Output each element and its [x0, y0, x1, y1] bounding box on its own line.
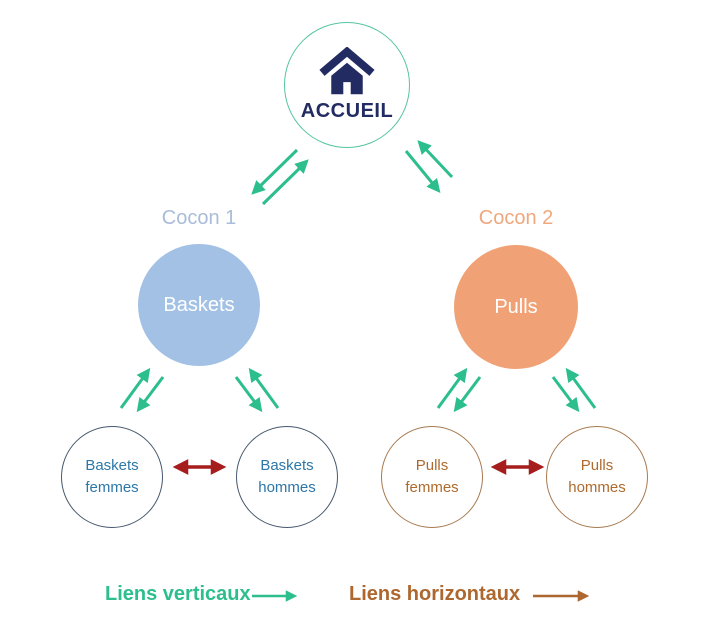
baskets-hommes-label-line2: hommes: [258, 479, 316, 496]
baskets-femmes-node: Baskets femmes: [61, 426, 163, 528]
vertical-link-pulls-femmes: [436, 367, 482, 413]
cocon1-title: Cocon 1: [161, 207, 237, 229]
pulls-femmes-label-line1: Pulls: [415, 456, 449, 474]
vertical-link-accueil-baskets: [251, 148, 309, 206]
cocon2-title: Cocon 2: [478, 207, 554, 229]
baskets-hommes-node: Baskets hommes: [236, 426, 338, 528]
home-icon: [319, 47, 375, 95]
vertical-link-pulls-hommes: [551, 367, 597, 413]
vertical-link-baskets-femmes: [119, 367, 165, 413]
pulls-hommes-node: Pulls hommes: [546, 426, 648, 528]
vertical-link-accueil-pulls: [404, 140, 454, 193]
pulls-femmes-node: Pulls femmes: [381, 426, 483, 528]
accueil-label: ACCUEIL: [300, 100, 394, 122]
accueil-node: ACCUEIL: [284, 22, 410, 148]
pulls-hommes-label-line2: hommes: [568, 479, 626, 496]
pulls-node: Pulls: [454, 245, 578, 369]
baskets-label: Baskets: [163, 293, 235, 316]
legend-horizontal-label: Liens horizontaux: [349, 583, 521, 605]
baskets-node: Baskets: [138, 244, 260, 366]
legend-vertical-label: Liens verticaux: [105, 583, 251, 605]
vertical-link-baskets-hommes: [234, 367, 280, 413]
baskets-femmes-label-line1: Baskets: [85, 456, 139, 474]
baskets-femmes-label-line2: femmes: [85, 479, 139, 496]
pulls-femmes-label-line2: femmes: [405, 479, 459, 496]
pulls-label: Pulls: [494, 295, 538, 318]
baskets-hommes-label-line1: Baskets: [260, 456, 314, 474]
pulls-hommes-label-line1: Pulls: [580, 456, 614, 474]
